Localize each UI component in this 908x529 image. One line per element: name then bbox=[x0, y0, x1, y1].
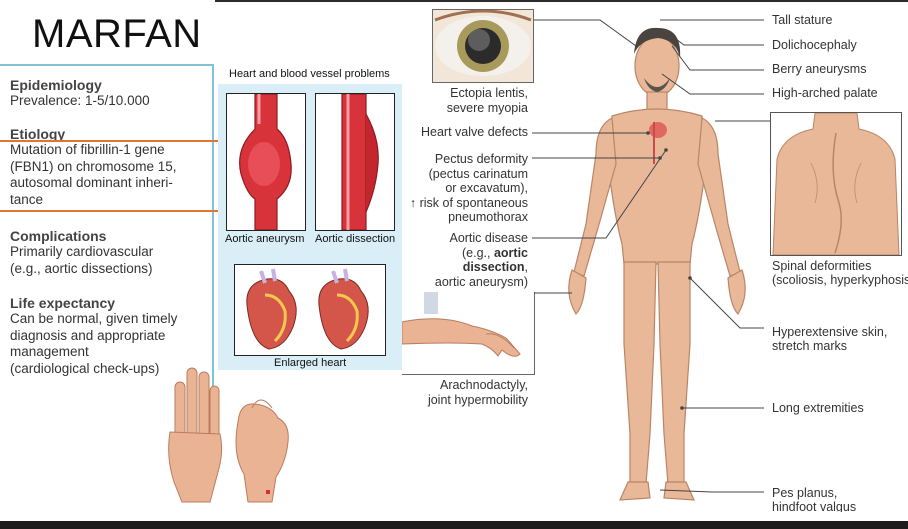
section-line: management bbox=[10, 344, 89, 359]
aortic-disease-label: Aortic disease (e.g., aortic dissection,… bbox=[434, 231, 528, 289]
bottom-bar bbox=[0, 521, 908, 529]
ectopia-label: Ectopia lentis, severe myopia bbox=[446, 86, 528, 115]
arm-frame bbox=[402, 292, 535, 375]
dolichocephaly-label: Dolichocephaly bbox=[772, 38, 857, 52]
info-panel: Epidemiology Prevalence: 1-5/10.000 Etio… bbox=[0, 64, 214, 391]
vessel-panel-title: Heart and blood vessel problems bbox=[229, 68, 390, 80]
body-figure bbox=[568, 27, 746, 501]
section-line: diagnosis and appropriate bbox=[10, 327, 166, 343]
tall-stature-label: Tall stature bbox=[772, 13, 833, 27]
valve-label: Heart valve defects bbox=[421, 125, 528, 139]
section-line: Can be normal, given timely bbox=[10, 311, 178, 326]
eye-image bbox=[434, 10, 532, 76]
enlarged-heart-image bbox=[246, 268, 369, 350]
hyperextensive-skin-label: Hyperextensive skin, stretch marks bbox=[772, 325, 888, 353]
section-epidemiology: Epidemiology Prevalence: 1-5/10.000 bbox=[10, 77, 150, 110]
section-line: Prevalence: 1-5/10.000 bbox=[10, 93, 150, 108]
section-etiology: Etiology Mutation of fibrillin-1 gene (F… bbox=[10, 126, 177, 208]
long-extremities-label: Long extremities bbox=[772, 401, 864, 415]
spinal-deformities-label: Spinal deformities (scoliosis, hyperkyph… bbox=[772, 259, 908, 287]
section-complications: Complications Primarily cardiovascular (… bbox=[10, 228, 153, 277]
section-heading: Complications bbox=[10, 228, 107, 244]
section-line: (e.g., aortic dissections) bbox=[10, 260, 153, 276]
section-line: tance bbox=[10, 191, 44, 207]
dissection-frame bbox=[315, 93, 395, 231]
section-heading: Life expectancy bbox=[10, 295, 116, 311]
pes-planus-label: Pes planus, hindfoot valgus bbox=[772, 486, 857, 512]
back-image bbox=[772, 113, 900, 255]
section-life-expectancy: Life expectancy Can be normal, given tim… bbox=[10, 295, 177, 377]
arm-image bbox=[402, 292, 521, 357]
heart-frame bbox=[234, 264, 386, 356]
hands-illustration bbox=[168, 367, 289, 503]
aortic-aneurysm-image bbox=[239, 93, 292, 231]
pectus-label: Pectus deformity (pectus carinatum or ex… bbox=[409, 152, 528, 224]
section-line: (cardiological check-ups) bbox=[10, 360, 160, 376]
top-divider bbox=[215, 0, 908, 2]
back-frame bbox=[770, 112, 902, 256]
eye-frame bbox=[432, 9, 534, 83]
section-heading: Epidemiology bbox=[10, 77, 102, 93]
dissection-label: Aortic dissection bbox=[315, 233, 396, 245]
aortic-dissection-image bbox=[341, 93, 379, 231]
arachnodactyly-label: Arachnodactyly, joint hypermobility bbox=[427, 378, 528, 407]
aneurysm-label: Aortic aneurysm bbox=[225, 233, 305, 245]
page-title: MARFAN bbox=[32, 12, 202, 56]
section-line: (FBN1) on chromosome 15, bbox=[10, 158, 177, 174]
enlarged-heart-label: Enlarged heart bbox=[274, 357, 347, 369]
section-line: Mutation of fibrillin-1 gene bbox=[10, 142, 165, 157]
section-heading: Etiology bbox=[10, 126, 66, 142]
aneurysm-frame bbox=[226, 93, 306, 231]
berry-aneurysms-label: Berry aneurysms bbox=[772, 62, 867, 76]
section-line: Primarily cardiovascular bbox=[10, 244, 154, 259]
section-line: autosomal dominant inheri- bbox=[10, 175, 173, 190]
high-arched-palate-label: High-arched palate bbox=[772, 86, 878, 100]
